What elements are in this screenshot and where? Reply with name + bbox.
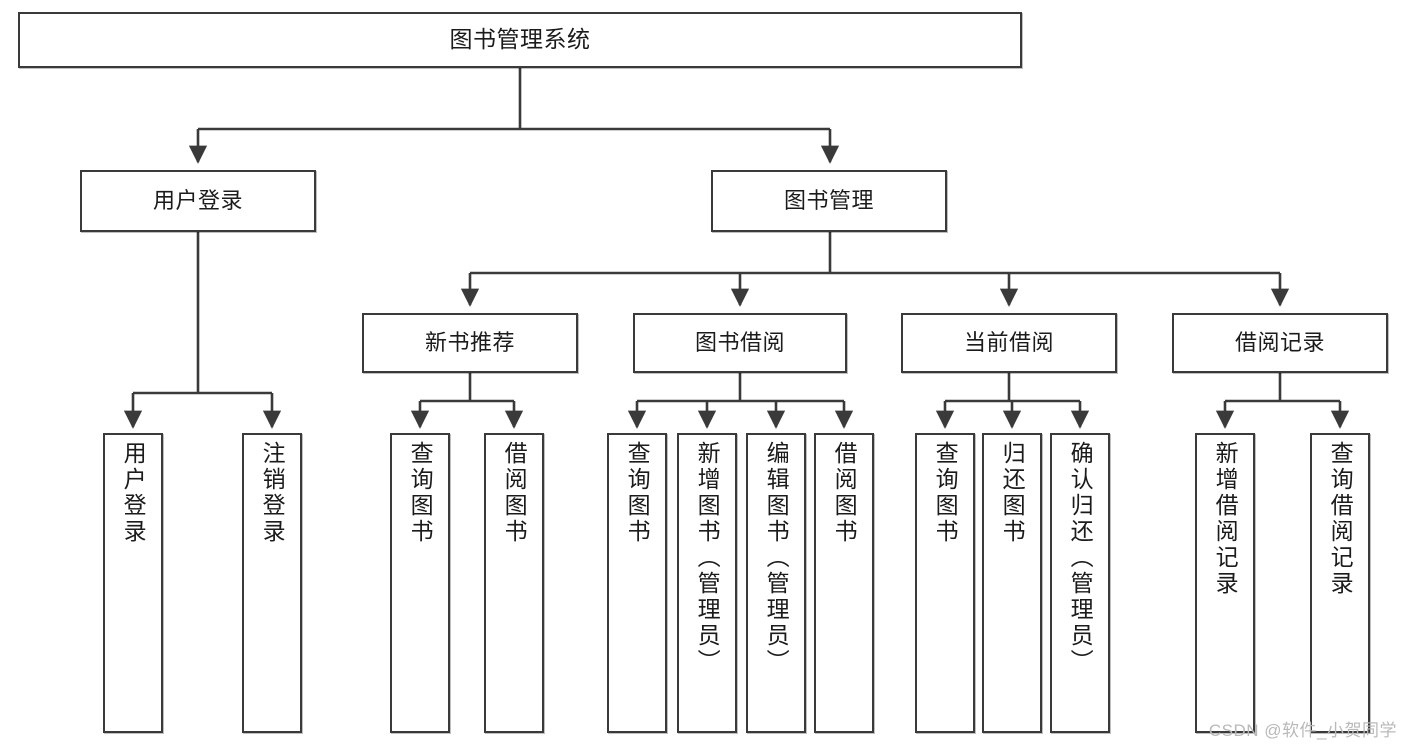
node-label: 查询图书 [932,441,959,545]
node-label: 编辑图书（管理员） [763,441,790,675]
node-label: 查询借阅记录 [1327,441,1354,597]
leaf-query-borrow-record[interactable]: 查询借阅记录 [1310,433,1370,733]
node-label: 查询图书 [407,441,434,545]
leaf-query-book-borrow[interactable]: 查询图书 [607,433,667,733]
node-label: 借阅记录 [1234,330,1325,356]
watermark-text: CSDN @软件_小贺同学 [1208,721,1397,740]
node-label: 图书管理系统 [449,26,591,53]
leaf-user-login[interactable]: 用户登录 [103,433,163,733]
node-label: 注销登录 [259,441,286,545]
node-user-login[interactable]: 用户登录 [80,170,316,232]
node-label: 新书推荐 [424,330,515,356]
node-label: 借阅图书 [831,441,858,545]
node-label: 查询图书 [624,441,651,545]
node-book-management[interactable]: 图书管理 [711,170,947,232]
node-current-borrow[interactable]: 当前借阅 [901,313,1117,373]
node-label: 新增图书（管理员） [694,441,721,675]
node-new-book-recommend[interactable]: 新书推荐 [362,313,578,373]
leaf-borrow-book[interactable]: 借阅图书 [814,433,874,733]
node-label: 用户登录 [120,441,147,545]
leaf-query-book-new[interactable]: 查询图书 [390,433,450,733]
node-borrow-records[interactable]: 借阅记录 [1172,313,1388,373]
node-label: 用户登录 [152,188,243,214]
node-label: 当前借阅 [963,330,1054,356]
leaf-add-borrow-record[interactable]: 新增借阅记录 [1195,433,1255,733]
leaf-query-book-current[interactable]: 查询图书 [915,433,975,733]
node-label: 新增借阅记录 [1212,441,1239,597]
leaf-edit-book-admin[interactable]: 编辑图书（管理员） [746,433,806,733]
leaf-logout[interactable]: 注销登录 [242,433,302,733]
node-label: 借阅图书 [501,441,528,545]
leaf-borrow-book-new[interactable]: 借阅图书 [484,433,544,733]
leaf-return-book[interactable]: 归还图书 [982,433,1042,733]
node-book-borrow[interactable]: 图书借阅 [633,313,847,373]
leaf-confirm-return-admin[interactable]: 确认归还（管理员） [1050,433,1110,733]
node-label: 确认归还（管理员） [1067,441,1094,675]
node-label: 图书管理 [783,188,874,214]
leaf-add-book-admin[interactable]: 新增图书（管理员） [677,433,737,733]
node-root-system[interactable]: 图书管理系统 [18,12,1022,68]
node-label: 归还图书 [999,441,1026,545]
node-label: 图书借阅 [694,330,785,356]
